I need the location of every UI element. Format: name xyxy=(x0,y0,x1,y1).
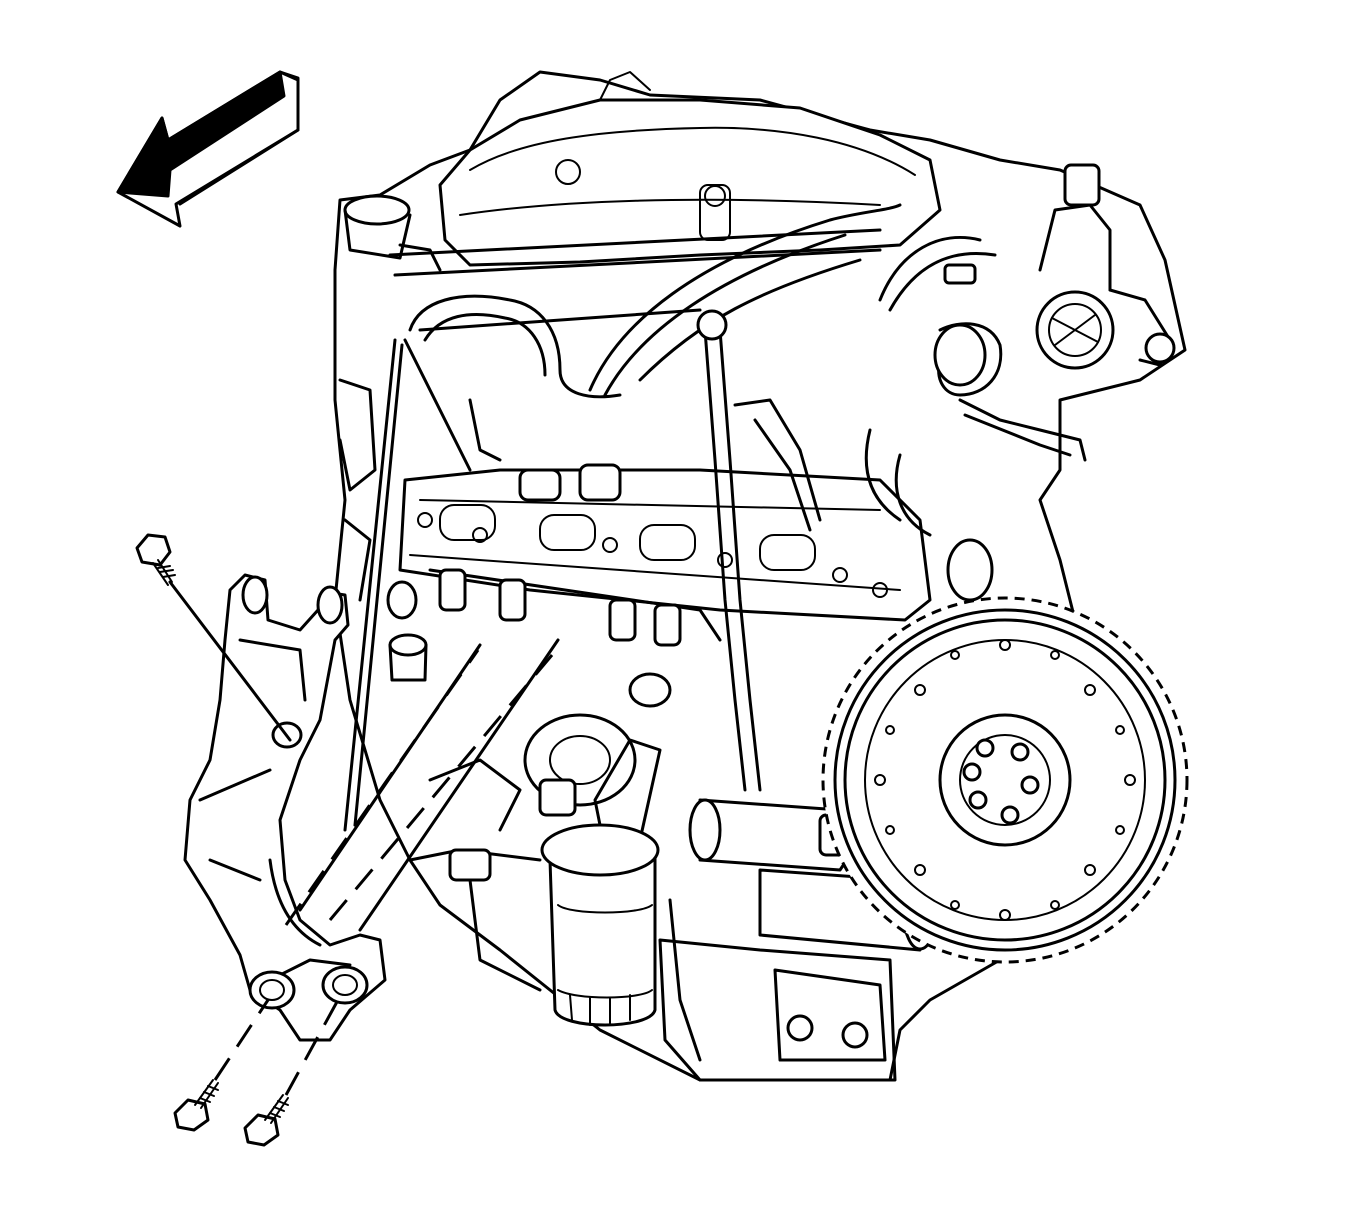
direction-arrow-icon xyxy=(116,70,300,228)
alignment-lines xyxy=(213,638,560,1096)
flywheel xyxy=(821,538,1189,964)
wire-harness xyxy=(588,203,902,392)
oil-filter-adapter xyxy=(523,672,672,852)
bolt-upper xyxy=(135,533,292,742)
engine-assembly xyxy=(333,70,1187,1082)
dipstick-tube xyxy=(703,328,747,792)
throttle-body xyxy=(878,163,1176,397)
exhaust-ports xyxy=(439,504,816,571)
engine-outline xyxy=(333,70,1187,1082)
cylinder-head xyxy=(398,468,932,622)
mount-bracket xyxy=(183,573,387,1042)
oil-pan xyxy=(658,938,897,1082)
vacuum-hose xyxy=(408,294,622,399)
oil-filter xyxy=(540,823,660,1027)
bolt-lower-right xyxy=(243,1094,289,1147)
bolt-lower-left xyxy=(173,1079,219,1132)
